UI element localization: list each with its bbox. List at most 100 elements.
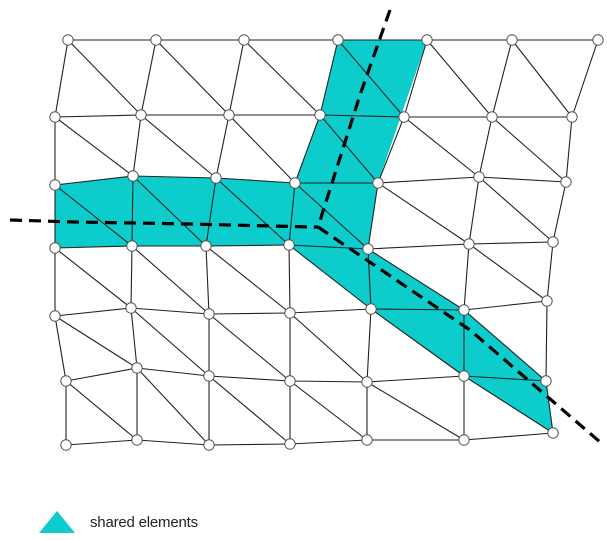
mesh-diagonal <box>54 247 132 309</box>
mesh-diagonal <box>377 182 470 245</box>
mesh-edge <box>208 312 291 315</box>
mesh-node <box>362 243 374 255</box>
mesh-edge <box>545 380 554 434</box>
mesh-edge <box>468 241 554 245</box>
mesh-diagonal <box>289 380 368 441</box>
mesh-edge <box>54 245 133 249</box>
mesh-node <box>210 172 222 184</box>
mesh-node <box>463 238 475 250</box>
mesh-edge <box>463 432 554 441</box>
mesh-diagonal <box>491 116 567 183</box>
mesh-edge <box>463 300 548 311</box>
mesh-node <box>332 34 344 46</box>
mesh-diagonal <box>370 308 465 377</box>
mesh-edge <box>468 176 480 245</box>
mesh-diagonal <box>468 243 548 302</box>
mesh-node <box>458 304 470 316</box>
mesh-node <box>125 302 137 314</box>
mesh-node <box>361 376 373 388</box>
legend-triangle-icon <box>39 511 75 533</box>
mesh-edge <box>294 114 321 184</box>
mesh-edge <box>208 443 291 446</box>
mesh-edge <box>208 375 291 382</box>
mesh-node <box>566 111 578 123</box>
mesh-node <box>361 434 373 446</box>
mesh-edge <box>136 367 210 377</box>
crack-diagonal <box>317 225 602 444</box>
mesh-edge <box>463 375 547 382</box>
mesh-edge <box>289 308 372 314</box>
mesh-edge <box>289 380 368 383</box>
mesh-diagonal <box>136 367 210 446</box>
mesh-diagonal <box>205 245 291 314</box>
mesh-node <box>49 179 61 191</box>
crack-paths <box>9 9 602 444</box>
mesh-diagonal <box>155 39 230 116</box>
mesh-diagonal <box>132 175 207 247</box>
mesh-edge <box>545 300 548 382</box>
mesh-node <box>203 308 215 320</box>
mesh-node <box>284 375 296 387</box>
mesh-diagonal <box>130 307 210 377</box>
mesh-edge <box>132 175 217 179</box>
mesh-node <box>131 362 143 374</box>
mesh-edge <box>403 39 428 118</box>
mesh-diagonal <box>65 380 138 441</box>
mesh-edge <box>215 114 230 179</box>
mesh-node <box>547 236 559 248</box>
mesh-edge <box>367 248 372 310</box>
legend-label: shared elements <box>90 513 198 531</box>
mesh-edge <box>491 39 513 118</box>
mesh-diagonal <box>131 245 210 315</box>
mesh-node <box>62 34 74 46</box>
mesh-edge <box>130 245 133 309</box>
legend: shared elements <box>38 509 198 535</box>
mesh-diagonal <box>337 39 405 118</box>
mesh-diagonal <box>54 184 133 247</box>
mesh-diagonal <box>478 176 554 243</box>
mesh-node <box>365 303 377 315</box>
mesh-diagonal <box>208 375 291 445</box>
mesh-edge <box>288 244 291 314</box>
mesh-diagonal <box>289 312 368 383</box>
mesh-edge <box>478 176 567 183</box>
mesh-edge <box>130 307 138 369</box>
crack-vertical <box>316 9 392 228</box>
mesh-edge <box>65 367 138 382</box>
mesh-edge <box>546 241 554 302</box>
mesh-diagonal <box>140 114 217 179</box>
mesh-edge <box>565 116 573 183</box>
mesh-edge <box>377 176 480 184</box>
mesh-edge <box>367 243 470 250</box>
mesh-node <box>223 109 235 121</box>
mesh-edge <box>478 116 493 178</box>
mesh-node <box>126 240 138 252</box>
mesh-diagonal <box>243 39 321 116</box>
mesh-edge <box>54 39 69 118</box>
mesh-node <box>398 111 410 123</box>
mesh-node <box>203 370 215 382</box>
mesh-edge <box>571 39 599 118</box>
mesh-edge <box>228 39 245 116</box>
mesh-node <box>203 439 215 451</box>
mesh-diagonal <box>463 375 554 434</box>
mesh-node <box>421 34 433 46</box>
mesh-edge <box>319 114 405 118</box>
mesh-edge <box>205 177 217 247</box>
mesh-node <box>49 242 61 254</box>
mesh-node <box>200 240 212 252</box>
mesh-node <box>60 439 72 451</box>
mesh-edges <box>54 39 599 446</box>
mesh-node <box>592 34 604 46</box>
mesh-diagonal <box>54 116 134 177</box>
mesh-edge <box>130 307 210 315</box>
mesh-edge <box>54 114 142 118</box>
mesh-edge <box>215 177 296 184</box>
mesh-edge <box>205 244 290 247</box>
mesh-edge <box>377 116 405 184</box>
mesh-node <box>150 34 162 46</box>
mesh-diagonal <box>366 381 465 441</box>
mesh-edge <box>463 243 470 311</box>
mesh-edge <box>205 245 210 315</box>
